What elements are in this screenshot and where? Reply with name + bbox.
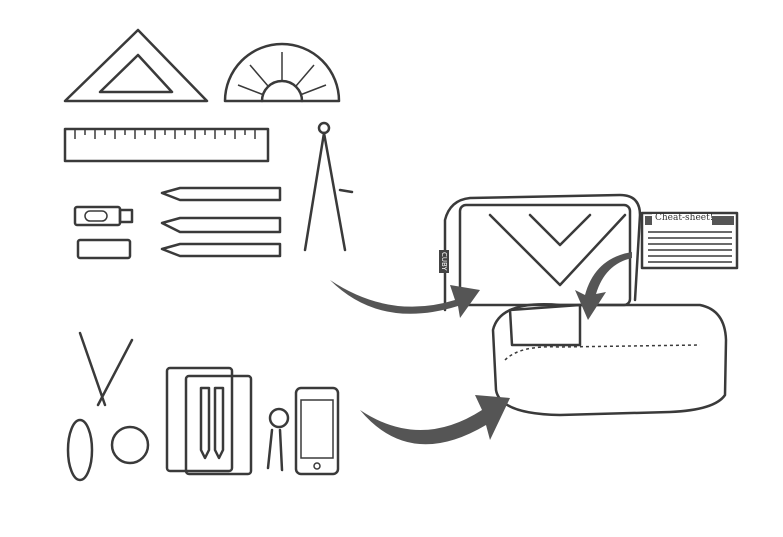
protractor-icon [223, 42, 341, 103]
arrow-bottom-icon [360, 395, 510, 445]
arrow-into-case-icon [575, 252, 632, 320]
compass-icon [303, 121, 354, 252]
brand-tag: CUBY [439, 250, 449, 273]
ruler-icon [63, 127, 270, 163]
usb-stick-icon [73, 205, 134, 227]
smartphone-icon [294, 386, 340, 476]
set-square-icon [63, 28, 209, 103]
scissors-icon [66, 331, 150, 482]
eraser-icon [76, 238, 132, 260]
keys-icon [266, 407, 290, 472]
arrow-top-icon [330, 280, 480, 318]
cheat-sheet-title: Cheat-sheet! [655, 213, 714, 223]
notebooks-icon [165, 366, 253, 476]
pens-icon [160, 186, 282, 258]
cheat-sheet-card [640, 211, 739, 270]
